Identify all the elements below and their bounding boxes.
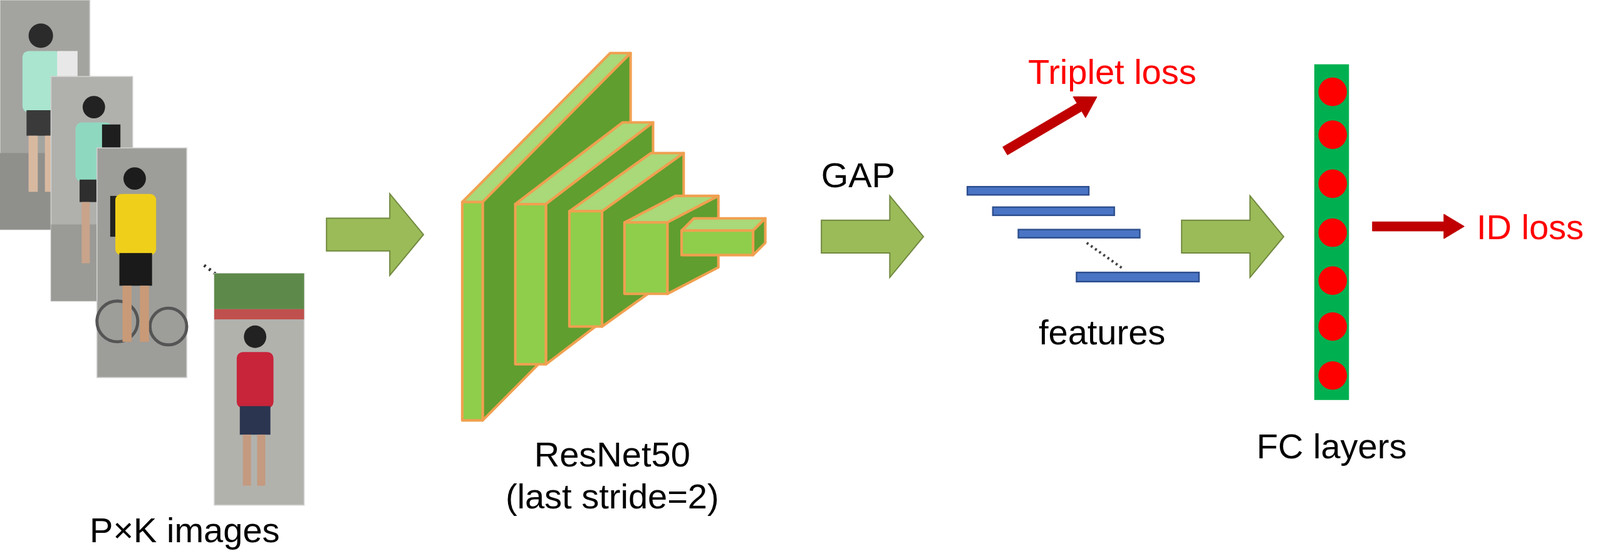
fc-layer: FC layers	[1283, 56, 1373, 470]
block-front	[569, 211, 603, 327]
neuron	[1318, 312, 1347, 342]
cnn-blocks	[462, 53, 766, 421]
leg	[122, 285, 132, 343]
leg	[256, 434, 265, 486]
neuron	[1318, 266, 1347, 296]
loss-label: Triplet loss	[1015, 48, 1215, 98]
neuron	[1318, 169, 1347, 199]
backbone-network: ResNet50 (last stride=2)	[423, 40, 822, 531]
node-label: ID loss	[1476, 206, 1584, 249]
flow-arrow	[1002, 96, 1097, 155]
image-frame	[214, 273, 304, 506]
ellipsis-dots	[1086, 243, 1123, 269]
feature-bar	[1076, 272, 1199, 282]
shorts	[119, 253, 153, 286]
bicycle-wheel	[149, 308, 187, 346]
edge-label: GAP	[821, 154, 896, 197]
fc-neurons	[1318, 77, 1347, 391]
leg	[243, 434, 252, 486]
neuron	[1318, 218, 1347, 248]
block-front	[462, 202, 484, 421]
fc-column	[1314, 64, 1349, 401]
feature-vectors: features	[923, 150, 1182, 356]
block-front	[624, 222, 668, 294]
feature-bar	[992, 207, 1115, 216]
trees	[214, 273, 304, 310]
flow-arrow	[1372, 214, 1465, 239]
head	[28, 23, 54, 48]
shirt	[115, 194, 156, 256]
leg	[139, 285, 150, 343]
head	[243, 325, 267, 349]
block-top	[681, 218, 766, 232]
neuron	[1318, 77, 1347, 107]
node-label: Triplet loss	[1028, 50, 1197, 93]
person-image	[97, 147, 187, 378]
head	[123, 167, 146, 190]
image-batch: P×K images	[0, 0, 327, 551]
image-frame	[97, 147, 187, 378]
node-label: P×K images	[89, 509, 281, 551]
head	[82, 95, 106, 119]
feature-bar	[967, 186, 1089, 195]
flow-arrow	[326, 193, 424, 276]
flow-arrow	[1181, 196, 1284, 278]
node-label: features	[1038, 311, 1166, 354]
neuron	[1318, 120, 1347, 150]
node-label: ResNet50 (last stride=2)	[501, 433, 724, 518]
feature-bar	[1018, 229, 1141, 239]
leg	[81, 202, 90, 264]
shirt	[236, 352, 274, 409]
feature-bars	[967, 186, 1200, 282]
neuron	[1318, 361, 1347, 391]
flow-arrow	[821, 196, 924, 278]
block-front	[515, 204, 547, 365]
node-label: FC layers	[1256, 425, 1408, 468]
loss-label: ID loss	[1464, 204, 1600, 250]
block-side	[753, 218, 766, 256]
leg	[28, 135, 39, 193]
person-image	[214, 273, 304, 506]
block-front	[681, 230, 754, 255]
building	[214, 309, 304, 320]
shorts	[239, 406, 271, 436]
